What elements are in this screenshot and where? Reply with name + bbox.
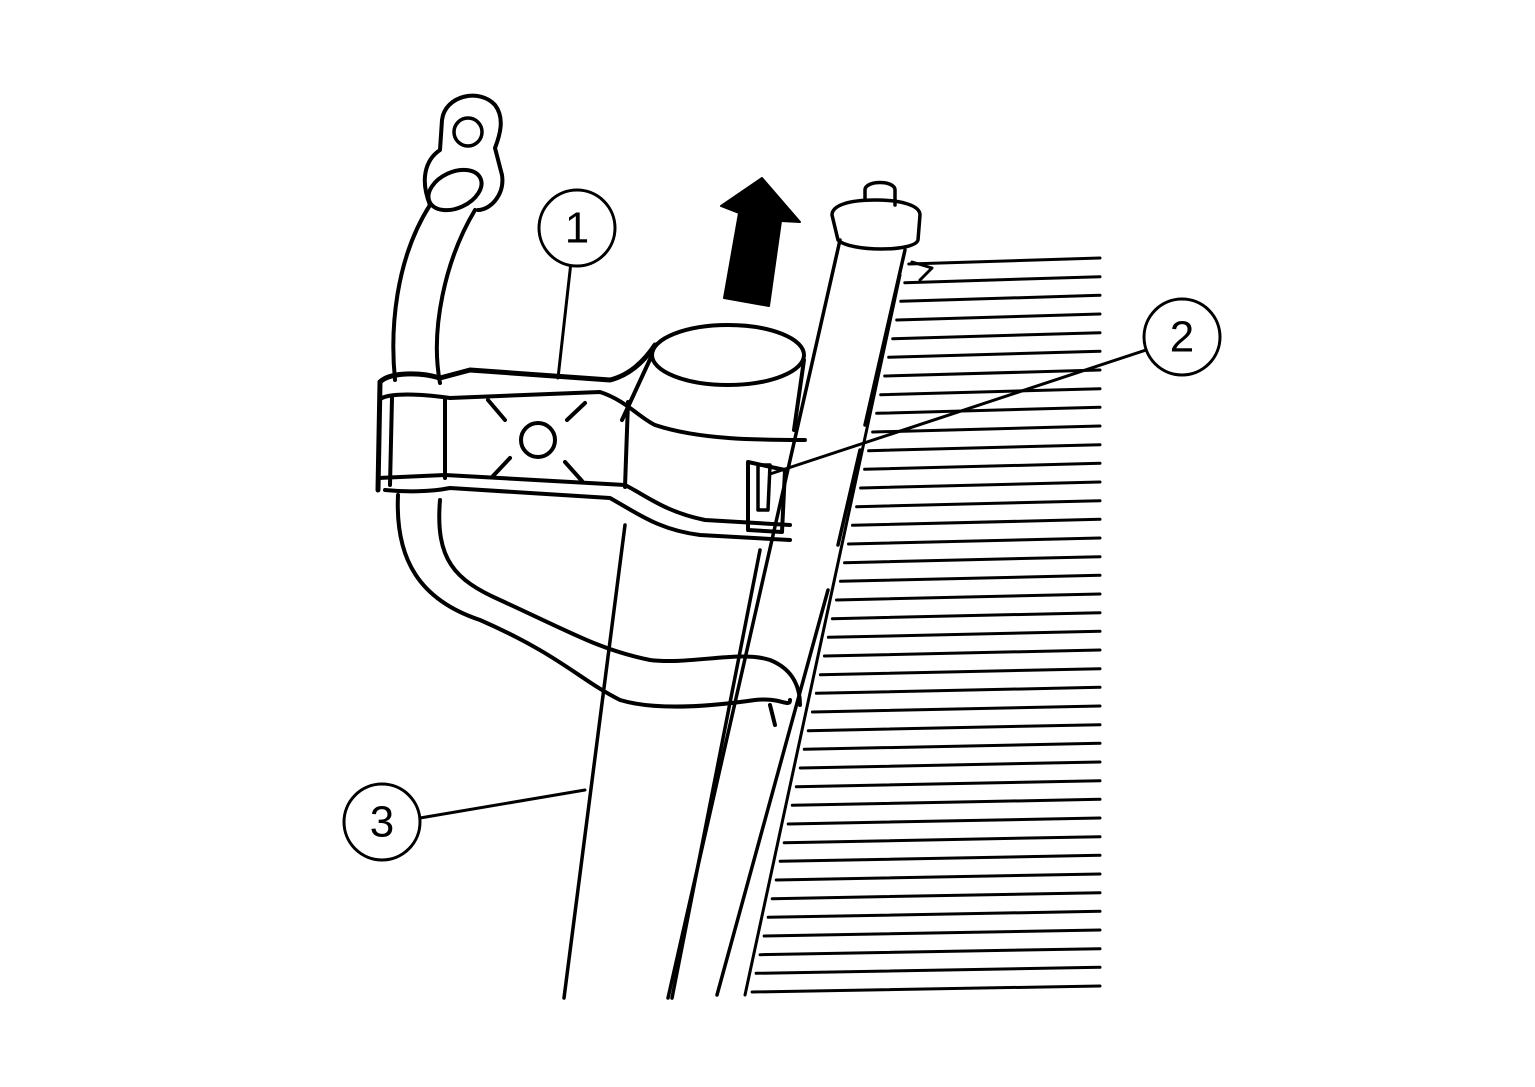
fin-line	[891, 331, 1102, 341]
fin-line	[903, 275, 1102, 285]
fin-line	[782, 835, 1102, 845]
fin-line	[899, 293, 1102, 303]
fin-line	[806, 723, 1102, 733]
fin-line	[810, 704, 1102, 714]
fin-line	[907, 256, 1102, 266]
fin-line	[887, 349, 1102, 359]
bracket	[375, 342, 807, 542]
callout-2-label: 2	[1170, 313, 1194, 362]
fin-line	[786, 816, 1102, 826]
fin-line	[750, 984, 1102, 994]
fin-line	[839, 573, 1102, 583]
fin-line	[859, 480, 1102, 490]
fin-line	[814, 685, 1102, 695]
condenser-core-edge	[743, 273, 902, 997]
fin-line	[818, 667, 1102, 677]
fin-line	[762, 928, 1102, 938]
fin-line	[851, 517, 1102, 527]
fin-line	[895, 312, 1102, 322]
fin-line	[847, 536, 1102, 546]
fin-line	[871, 424, 1102, 434]
receiver-dryer	[562, 323, 806, 1000]
fin-line	[835, 592, 1102, 602]
callout-3: 3	[342, 782, 587, 862]
fin-line	[855, 499, 1102, 509]
fin-line	[802, 741, 1102, 751]
fin-line	[826, 629, 1102, 639]
pipe	[391, 93, 802, 727]
fin-line	[794, 779, 1102, 789]
fin-line	[863, 461, 1102, 471]
callout-1-label: 1	[565, 204, 589, 253]
fin-line	[798, 760, 1102, 770]
fin-line	[778, 853, 1102, 863]
callout-2: 2	[768, 297, 1222, 476]
fin-line	[774, 872, 1102, 882]
fin-line	[867, 443, 1102, 453]
fin-line	[770, 891, 1102, 901]
callout-3-circle	[342, 782, 422, 862]
callout-1-circle	[537, 188, 617, 268]
fin-line	[790, 797, 1102, 807]
condenser-fins	[750, 256, 1102, 994]
callout-3-label: 3	[370, 798, 394, 847]
fin-line	[822, 648, 1102, 658]
fin-line	[883, 368, 1102, 378]
up-arrow-icon	[720, 177, 801, 307]
fin-line	[843, 555, 1102, 565]
fin-line	[875, 405, 1102, 415]
fin-line	[754, 965, 1102, 975]
fin-line	[766, 909, 1102, 919]
fin-line	[879, 387, 1102, 397]
fin-line	[830, 611, 1102, 621]
callout-2-circle	[1142, 297, 1222, 377]
callout-1: 1	[537, 188, 617, 380]
fin-line	[758, 947, 1102, 957]
condenser-side-tank	[666, 180, 934, 1000]
